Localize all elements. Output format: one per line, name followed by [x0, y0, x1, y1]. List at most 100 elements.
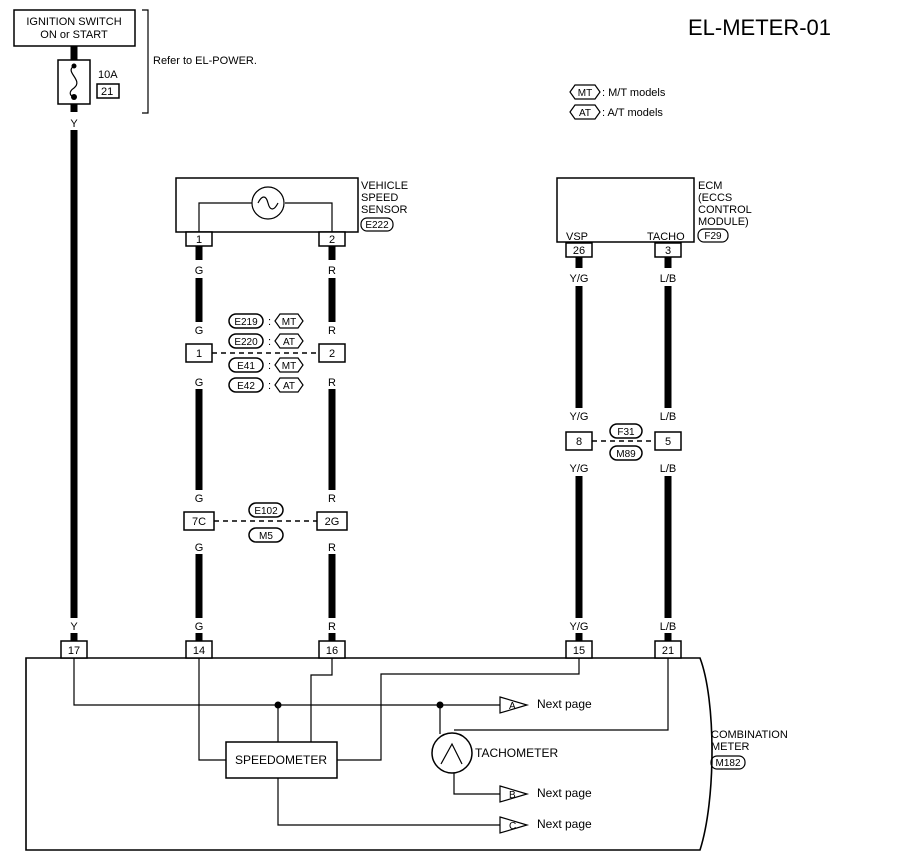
page-id: EL-METER-01 — [688, 15, 831, 40]
ecm-pin-vsp: 26 — [565, 242, 593, 258]
svg-text:E41: E41 — [237, 361, 255, 372]
svg-text:Y/G: Y/G — [570, 273, 589, 285]
fuse: 10A 21 — [57, 46, 120, 105]
vss-title-3: SENSOR — [361, 204, 408, 216]
tachometer: TACHOMETER — [431, 732, 558, 774]
ecm-tacho-label: TACHO — [647, 231, 685, 243]
svg-text:MT: MT — [282, 317, 296, 328]
meter-pin-16: 16 — [326, 645, 338, 657]
legend-at-code: AT — [579, 108, 591, 119]
vss-pin-2: 2 — [318, 231, 346, 247]
svg-text:26: 26 — [573, 245, 585, 257]
svg-text:F31: F31 — [617, 427, 635, 438]
svg-text:L/B: L/B — [660, 463, 677, 475]
svg-text:SPEEDOMETER: SPEEDOMETER — [235, 753, 327, 767]
connector-pair-2: 7C 2G E102 M5 — [183, 502, 348, 543]
svg-text:E219: E219 — [234, 317, 258, 328]
svg-text:Y/G: Y/G — [570, 411, 589, 423]
svg-text:G: G — [195, 542, 204, 554]
svg-text::: : — [268, 380, 271, 392]
vss-pin-1: 1 — [185, 231, 213, 247]
svg-text::: : — [268, 336, 271, 348]
svg-text:3: 3 — [665, 245, 671, 257]
svg-text:M89: M89 — [616, 449, 636, 460]
svg-text:E220: E220 — [234, 337, 258, 348]
svg-text:COMBINATION: COMBINATION — [711, 729, 788, 741]
vehicle-speed-sensor: VEHICLE SPEED SENSOR E222 — [175, 177, 408, 233]
svg-text:Next page: Next page — [537, 817, 592, 831]
svg-text:C: C — [509, 821, 516, 832]
svg-text:M182: M182 — [715, 758, 740, 769]
ecm: VSP TACHO ECM (ECCS CONTROL MODULE) F29 — [556, 177, 752, 243]
ignition-line2: ON or START — [40, 29, 108, 41]
vss-title-1: VEHICLE — [361, 180, 408, 192]
svg-text:8: 8 — [576, 436, 582, 448]
svg-text:A: A — [509, 701, 516, 712]
svg-text:G: G — [195, 493, 204, 505]
next-page-a[interactable]: A Next page — [499, 696, 592, 714]
svg-text:5: 5 — [665, 436, 671, 448]
fuse-amp: 10A — [98, 69, 118, 81]
svg-text:G: G — [195, 325, 204, 337]
svg-text:E102: E102 — [254, 506, 278, 517]
meter-pin-14: 14 — [193, 645, 205, 657]
svg-text:M5: M5 — [259, 531, 273, 542]
combination-meter-body — [25, 657, 713, 851]
svg-text:2: 2 — [329, 234, 335, 246]
svg-text:2G: 2G — [325, 516, 340, 528]
svg-text:MT: MT — [282, 361, 296, 372]
svg-text:Y/G: Y/G — [570, 621, 589, 633]
legend-at-text: : A/T models — [602, 107, 663, 119]
ecm-vsp-label: VSP — [566, 231, 588, 243]
legend-mt-text: : M/T models — [602, 87, 666, 99]
svg-text:G: G — [195, 265, 204, 277]
ecm-connector: F29 — [704, 231, 722, 242]
svg-text:B: B — [509, 790, 516, 801]
combination-meter-label: COMBINATION METER M182 — [710, 729, 788, 770]
vss-title-2: SPEED — [361, 192, 398, 204]
ecm-title-3: CONTROL — [698, 204, 752, 216]
svg-text:Y: Y — [70, 118, 78, 130]
svg-text:G: G — [195, 621, 204, 633]
internal-wiring — [73, 658, 669, 826]
svg-text:AT: AT — [283, 337, 295, 348]
ecm-title-1: ECM — [698, 180, 722, 192]
svg-text:G: G — [195, 377, 204, 389]
svg-text:R: R — [328, 325, 336, 337]
svg-text:R: R — [328, 542, 336, 554]
svg-text:AT: AT — [283, 381, 295, 392]
ecm-title-2: (ECCS — [698, 192, 732, 204]
svg-text:Next page: Next page — [537, 697, 592, 711]
svg-text:2: 2 — [329, 348, 335, 360]
legend-mt-code: MT — [578, 88, 592, 99]
meter-pin-17: 17 — [68, 645, 80, 657]
meter-pin-21: 21 — [662, 645, 674, 657]
svg-text::: : — [268, 316, 271, 328]
meter-pin-15: 15 — [573, 645, 585, 657]
svg-text:L/B: L/B — [660, 621, 677, 633]
svg-text:1: 1 — [196, 234, 202, 246]
svg-text:R: R — [328, 621, 336, 633]
vss-connector: E222 — [365, 220, 389, 231]
legend: MT : M/T models AT : A/T models — [569, 84, 666, 120]
connector-pair-3: 8 5 F31 M89 — [565, 423, 682, 461]
svg-text:Next page: Next page — [537, 786, 592, 800]
svg-text:R: R — [328, 493, 336, 505]
svg-text:E42: E42 — [237, 381, 255, 392]
svg-text:TACHOMETER: TACHOMETER — [475, 746, 558, 760]
next-page-c[interactable]: C Next page — [499, 816, 592, 834]
ignition-switch: IGNITION SWITCH ON or START — [13, 9, 136, 47]
meter-pins: 17 14 16 15 21 — [60, 640, 682, 659]
connector-pair-1: 1 2 E219 : MT E220 : AT E41 : MT E42 : A… — [185, 313, 346, 393]
svg-text:L/B: L/B — [660, 411, 677, 423]
svg-text:R: R — [328, 377, 336, 389]
svg-text:Y/G: Y/G — [570, 463, 589, 475]
speedometer: SPEEDOMETER — [225, 741, 338, 779]
fuse-number: 21 — [101, 86, 113, 98]
svg-text:Y: Y — [70, 621, 78, 633]
ignition-line1: IGNITION SWITCH — [26, 16, 121, 28]
svg-text:R: R — [328, 265, 336, 277]
next-page-b[interactable]: B Next page — [499, 785, 592, 803]
ecm-title-4: MODULE) — [698, 216, 749, 228]
